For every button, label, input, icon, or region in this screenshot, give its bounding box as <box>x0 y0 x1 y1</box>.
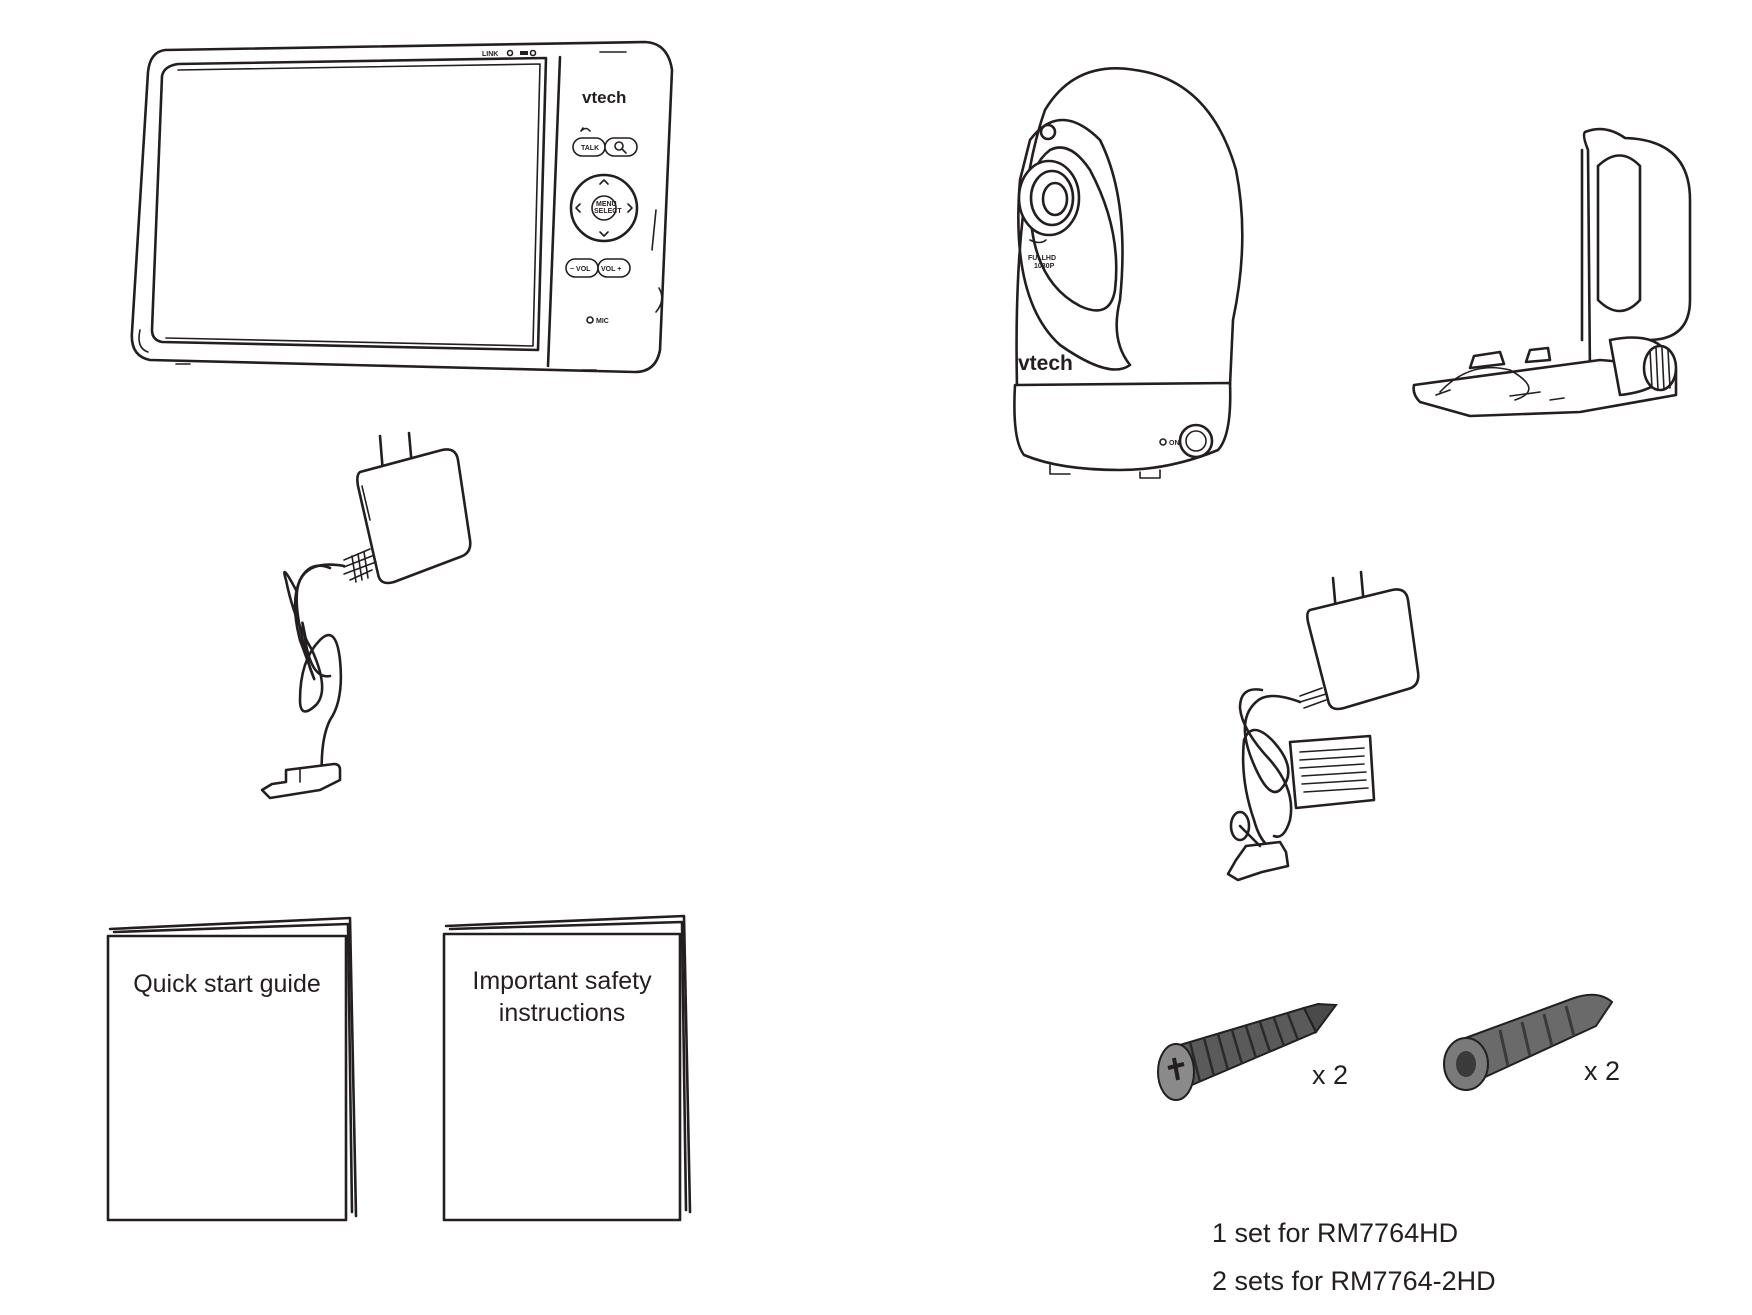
menu-label: MENU <box>596 201 617 208</box>
safety-instructions-booklet: Important safety instructions <box>442 914 692 1222</box>
monitor-brand-logo: vtech <box>582 88 626 107</box>
light-sensor-icon <box>1039 123 1057 141</box>
microphone-icon <box>586 316 594 324</box>
quick-start-guide-booklet: Quick start guide <box>106 916 358 1222</box>
wall-mount-bracket <box>1412 127 1692 418</box>
nav-left-icon[interactable] <box>575 203 581 213</box>
zoom-button[interactable] <box>604 137 638 157</box>
side-switch[interactable] <box>651 209 657 251</box>
nav-down-icon[interactable] <box>599 231 609 237</box>
nav-up-icon[interactable] <box>599 179 609 185</box>
camera-face: FULLHD 1080P <box>1017 118 1132 371</box>
nav-right-icon[interactable] <box>627 203 633 213</box>
camera-power-adapter <box>1226 570 1420 882</box>
select-label: SELECT <box>594 208 622 215</box>
wall-anchor <box>1443 993 1614 1091</box>
link-led-icon <box>506 49 514 57</box>
volume-up-label: VOL + <box>601 266 621 273</box>
link-indicator-label: LINK <box>482 51 498 58</box>
mounting-screw <box>1157 1002 1338 1101</box>
parent-monitor: LINK vtech TALK MENU SELECT <box>130 40 674 374</box>
safety-instructions-title-line1: Important safety <box>472 967 652 995</box>
screw-quantity: x 2 <box>1312 1060 1348 1090</box>
sets-note-line2: 2 sets for RM7764-2HD <box>1212 1266 1496 1296</box>
talk-button-label: TALK <box>581 145 599 152</box>
camera-power-button[interactable] <box>1178 423 1214 459</box>
fullhd-badge-line2: 1080P <box>1034 263 1055 270</box>
microphone-label: MIC <box>596 318 609 325</box>
volume-down-label: − VOL <box>570 266 591 273</box>
camera-power-label: ON <box>1169 440 1180 447</box>
fullhd-badge-line1: FULLHD <box>1028 255 1056 262</box>
power-led-icon <box>529 49 537 57</box>
anchor-quantity: x 2 <box>1584 1056 1620 1086</box>
sets-note-line1: 1 set for RM7764HD <box>1212 1218 1458 1248</box>
volume-up-button[interactable]: VOL + <box>597 258 631 278</box>
safety-instructions-title-line2: instructions <box>499 999 625 1027</box>
camera-unit: FULLHD 1080P vtech ON <box>1013 67 1244 479</box>
power-jack <box>655 287 663 313</box>
camera-brand-logo: vtech <box>1018 352 1073 375</box>
battery-icon <box>520 51 528 55</box>
navigation-pad[interactable]: MENU SELECT <box>569 173 639 243</box>
zoom-icon <box>614 141 624 151</box>
quick-start-guide-title: Quick start guide <box>133 970 321 998</box>
camera-power-led-icon <box>1159 438 1167 446</box>
monitor-power-adapter <box>260 431 472 800</box>
volume-down-button[interactable]: − VOL <box>565 258 599 278</box>
adapter-warning-tag <box>1288 734 1376 810</box>
monitor-screen <box>150 56 548 352</box>
